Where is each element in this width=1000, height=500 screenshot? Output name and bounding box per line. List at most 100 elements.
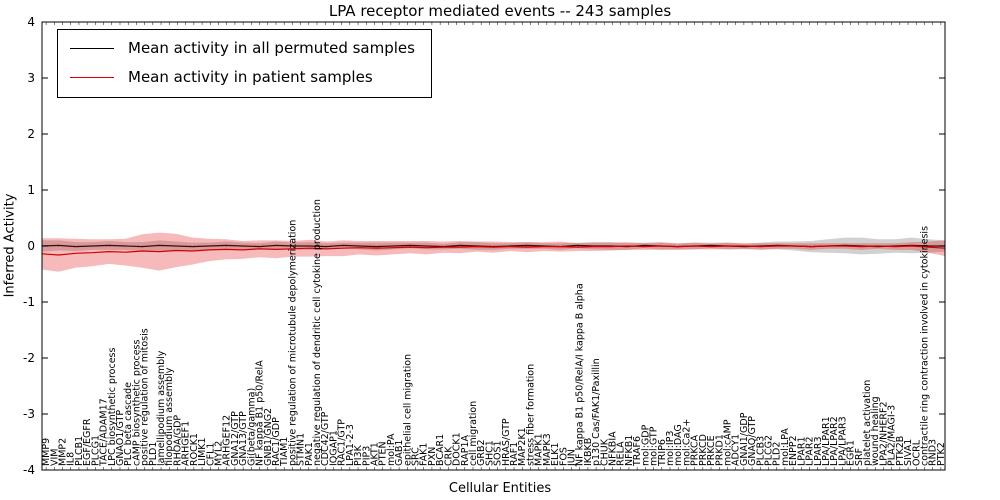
x-tick-label: Gi(beta/gamma) xyxy=(246,388,257,466)
x-tick-label: LPA2/NHERF2 xyxy=(878,401,889,466)
x-tick-label: mol:GDP xyxy=(640,424,651,466)
x-tick-label: EGR1 xyxy=(846,440,857,466)
x-tick-label: mol:GTP xyxy=(649,426,660,466)
x-tick-label: positive regulation of microtubule depol… xyxy=(287,220,298,466)
x-tick-label: NF kappa B1 p50/RelA xyxy=(255,360,266,466)
x-tick-label: cell migration xyxy=(468,401,479,466)
x-tick-label: PLA2/MAGI-3 xyxy=(887,405,898,466)
x-tick-label: wound healing xyxy=(870,396,881,466)
x-tick-label: LPA1-2-3 xyxy=(345,424,356,466)
legend-label-patient: Mean activity in patient samples xyxy=(128,68,373,86)
x-tick-label: AKT1 xyxy=(369,442,380,466)
x-tick-label: PRKCE xyxy=(706,435,717,466)
x-tick-label: STMN1 xyxy=(296,433,307,466)
x-tick-label: NF kappa B1 p50/RelA/I kappa B alpha xyxy=(575,283,586,466)
x-tick-label: RAF1 xyxy=(509,442,520,466)
x-tick-label: platelet activation xyxy=(862,380,873,466)
patient-mean-line xyxy=(41,245,946,256)
x-tick-label: p130 Cas/FAK1/Paxillin xyxy=(591,358,602,466)
x-tick-label: SHC1 xyxy=(484,440,495,466)
x-tick-label: TACE/ADAM17 xyxy=(99,398,110,467)
y-axis-label: Inferred Activity xyxy=(2,193,18,298)
x-tick-label: epithelial cell migration xyxy=(402,354,413,466)
x-tick-label: RELA xyxy=(616,441,627,466)
x-tick-label: GNA13/GTP xyxy=(238,411,249,466)
axes-frame xyxy=(41,21,946,471)
y-tick-label: 1 xyxy=(27,183,35,197)
x-tick-label: PLCB1 xyxy=(74,436,85,466)
x-tick-label: VIM xyxy=(49,449,60,467)
x-tick-label: DOCK1 xyxy=(452,432,463,466)
legend-item-patient: Mean activity in patient samples xyxy=(70,68,415,86)
legend-line-permuted-icon xyxy=(70,47,114,49)
x-axis-label: Cellular Entities xyxy=(448,481,552,496)
x-tick-label: lamellipodium assembly xyxy=(156,350,167,466)
x-tick-label: PLCG2 xyxy=(764,435,775,466)
x-tick-label: GAB1 xyxy=(394,440,405,466)
x-tick-label: PTK2B xyxy=(895,436,906,466)
x-tick-label: positive regulation of mitosis xyxy=(140,328,151,466)
x-tick-label: IQGAP1 xyxy=(328,430,339,466)
x-tick-label: GNB1/GNG2 xyxy=(263,408,274,466)
patient-confidence-band xyxy=(42,232,945,272)
x-tick-label: LPAR3 xyxy=(813,436,824,466)
y-tick-label: -1 xyxy=(23,295,35,309)
y-tick-label: 3 xyxy=(27,71,35,85)
x-tick-label: SOS1 xyxy=(493,440,504,466)
x-tick-label: CFL1 xyxy=(205,443,216,466)
x-tick-label: TRAF6 xyxy=(632,436,643,467)
x-tick-label: FOS xyxy=(558,447,569,466)
x-tick-label: LIMK1 xyxy=(197,437,208,466)
x-tick-label: ADCY1 xyxy=(731,434,742,466)
x-tick-label: RND3 xyxy=(928,439,939,466)
x-tick-label: CHUK xyxy=(599,438,610,466)
x-tick-label: RAC1/GTP xyxy=(337,419,348,466)
x-tick-label: SRC xyxy=(411,447,422,466)
x-tick-label: negative regulation of dendritic cell cy… xyxy=(312,199,323,466)
chart-title: LPA receptor mediated events -- 243 samp… xyxy=(328,2,672,20)
x-tick-label: TIAM1 xyxy=(279,437,290,467)
x-tick-label: mol:DAG xyxy=(673,424,684,466)
x-tick-label: LPA/LPAR2 xyxy=(829,416,840,466)
x-tick-label: PRKCD xyxy=(698,434,709,466)
x-tick-label: contractile ring contraction involved in… xyxy=(919,226,930,466)
x-tick-label: LPAR1 xyxy=(796,436,807,466)
x-tick-label: MAPK3 xyxy=(542,433,553,466)
x-tick-label: ARHGEF12 xyxy=(222,415,233,466)
x-tick-label: RAC1/GDP xyxy=(271,417,282,466)
legend-item-permuted: Mean activity in all permuted samples xyxy=(70,39,415,57)
y-tick-label: 2 xyxy=(27,127,35,141)
x-tick-label: GRB2 xyxy=(476,439,487,466)
x-tick-label: MYL2 xyxy=(213,441,224,466)
x-tick-label: JUN xyxy=(566,449,577,467)
x-tick-label: NFKBIA xyxy=(608,431,619,466)
y-tick-label: 4 xyxy=(27,15,35,29)
x-tick-label: GNAO1/GTP xyxy=(115,410,126,466)
y-tick-label: 0 xyxy=(27,239,35,253)
x-tick-label: BCAR1 xyxy=(435,434,446,466)
x-tick-label: MMP2 xyxy=(58,438,69,466)
y-tick-label: -3 xyxy=(23,407,35,421)
x-tick-label: cAMP biosynthetic process xyxy=(131,340,142,466)
x-tick-label: GNA12/GTP xyxy=(230,411,241,466)
x-tick-label: IL8 xyxy=(66,452,77,466)
legend-line-patient-icon xyxy=(70,76,114,78)
x-tick-label: RAP1A xyxy=(460,435,471,466)
x-tick-label: MAP2K1 xyxy=(517,427,528,466)
x-tick-label: CRK xyxy=(443,446,454,466)
x-tick-label: NFKB1 xyxy=(624,435,635,466)
x-tick-label: LPA/LPAR3 xyxy=(837,416,848,466)
x-tick-label: PXN xyxy=(427,447,438,466)
x-tick-label: HRAS/GTP xyxy=(501,418,512,466)
x-tick-label: mol:LPA xyxy=(780,428,791,466)
x-tick-label: PLCB3 xyxy=(755,436,766,466)
x-tick-label: IKBKB xyxy=(583,438,594,466)
x-tick-label: PLCG1 xyxy=(90,435,101,466)
x-tick-label: PTK2 xyxy=(936,442,947,466)
x-tick-label: PLD1 xyxy=(148,442,159,466)
x-tick-label: LPAR2 xyxy=(805,436,816,466)
x-tick-label: EGF/EGFR xyxy=(82,418,93,466)
x-tick-label: PI3K xyxy=(353,444,364,466)
